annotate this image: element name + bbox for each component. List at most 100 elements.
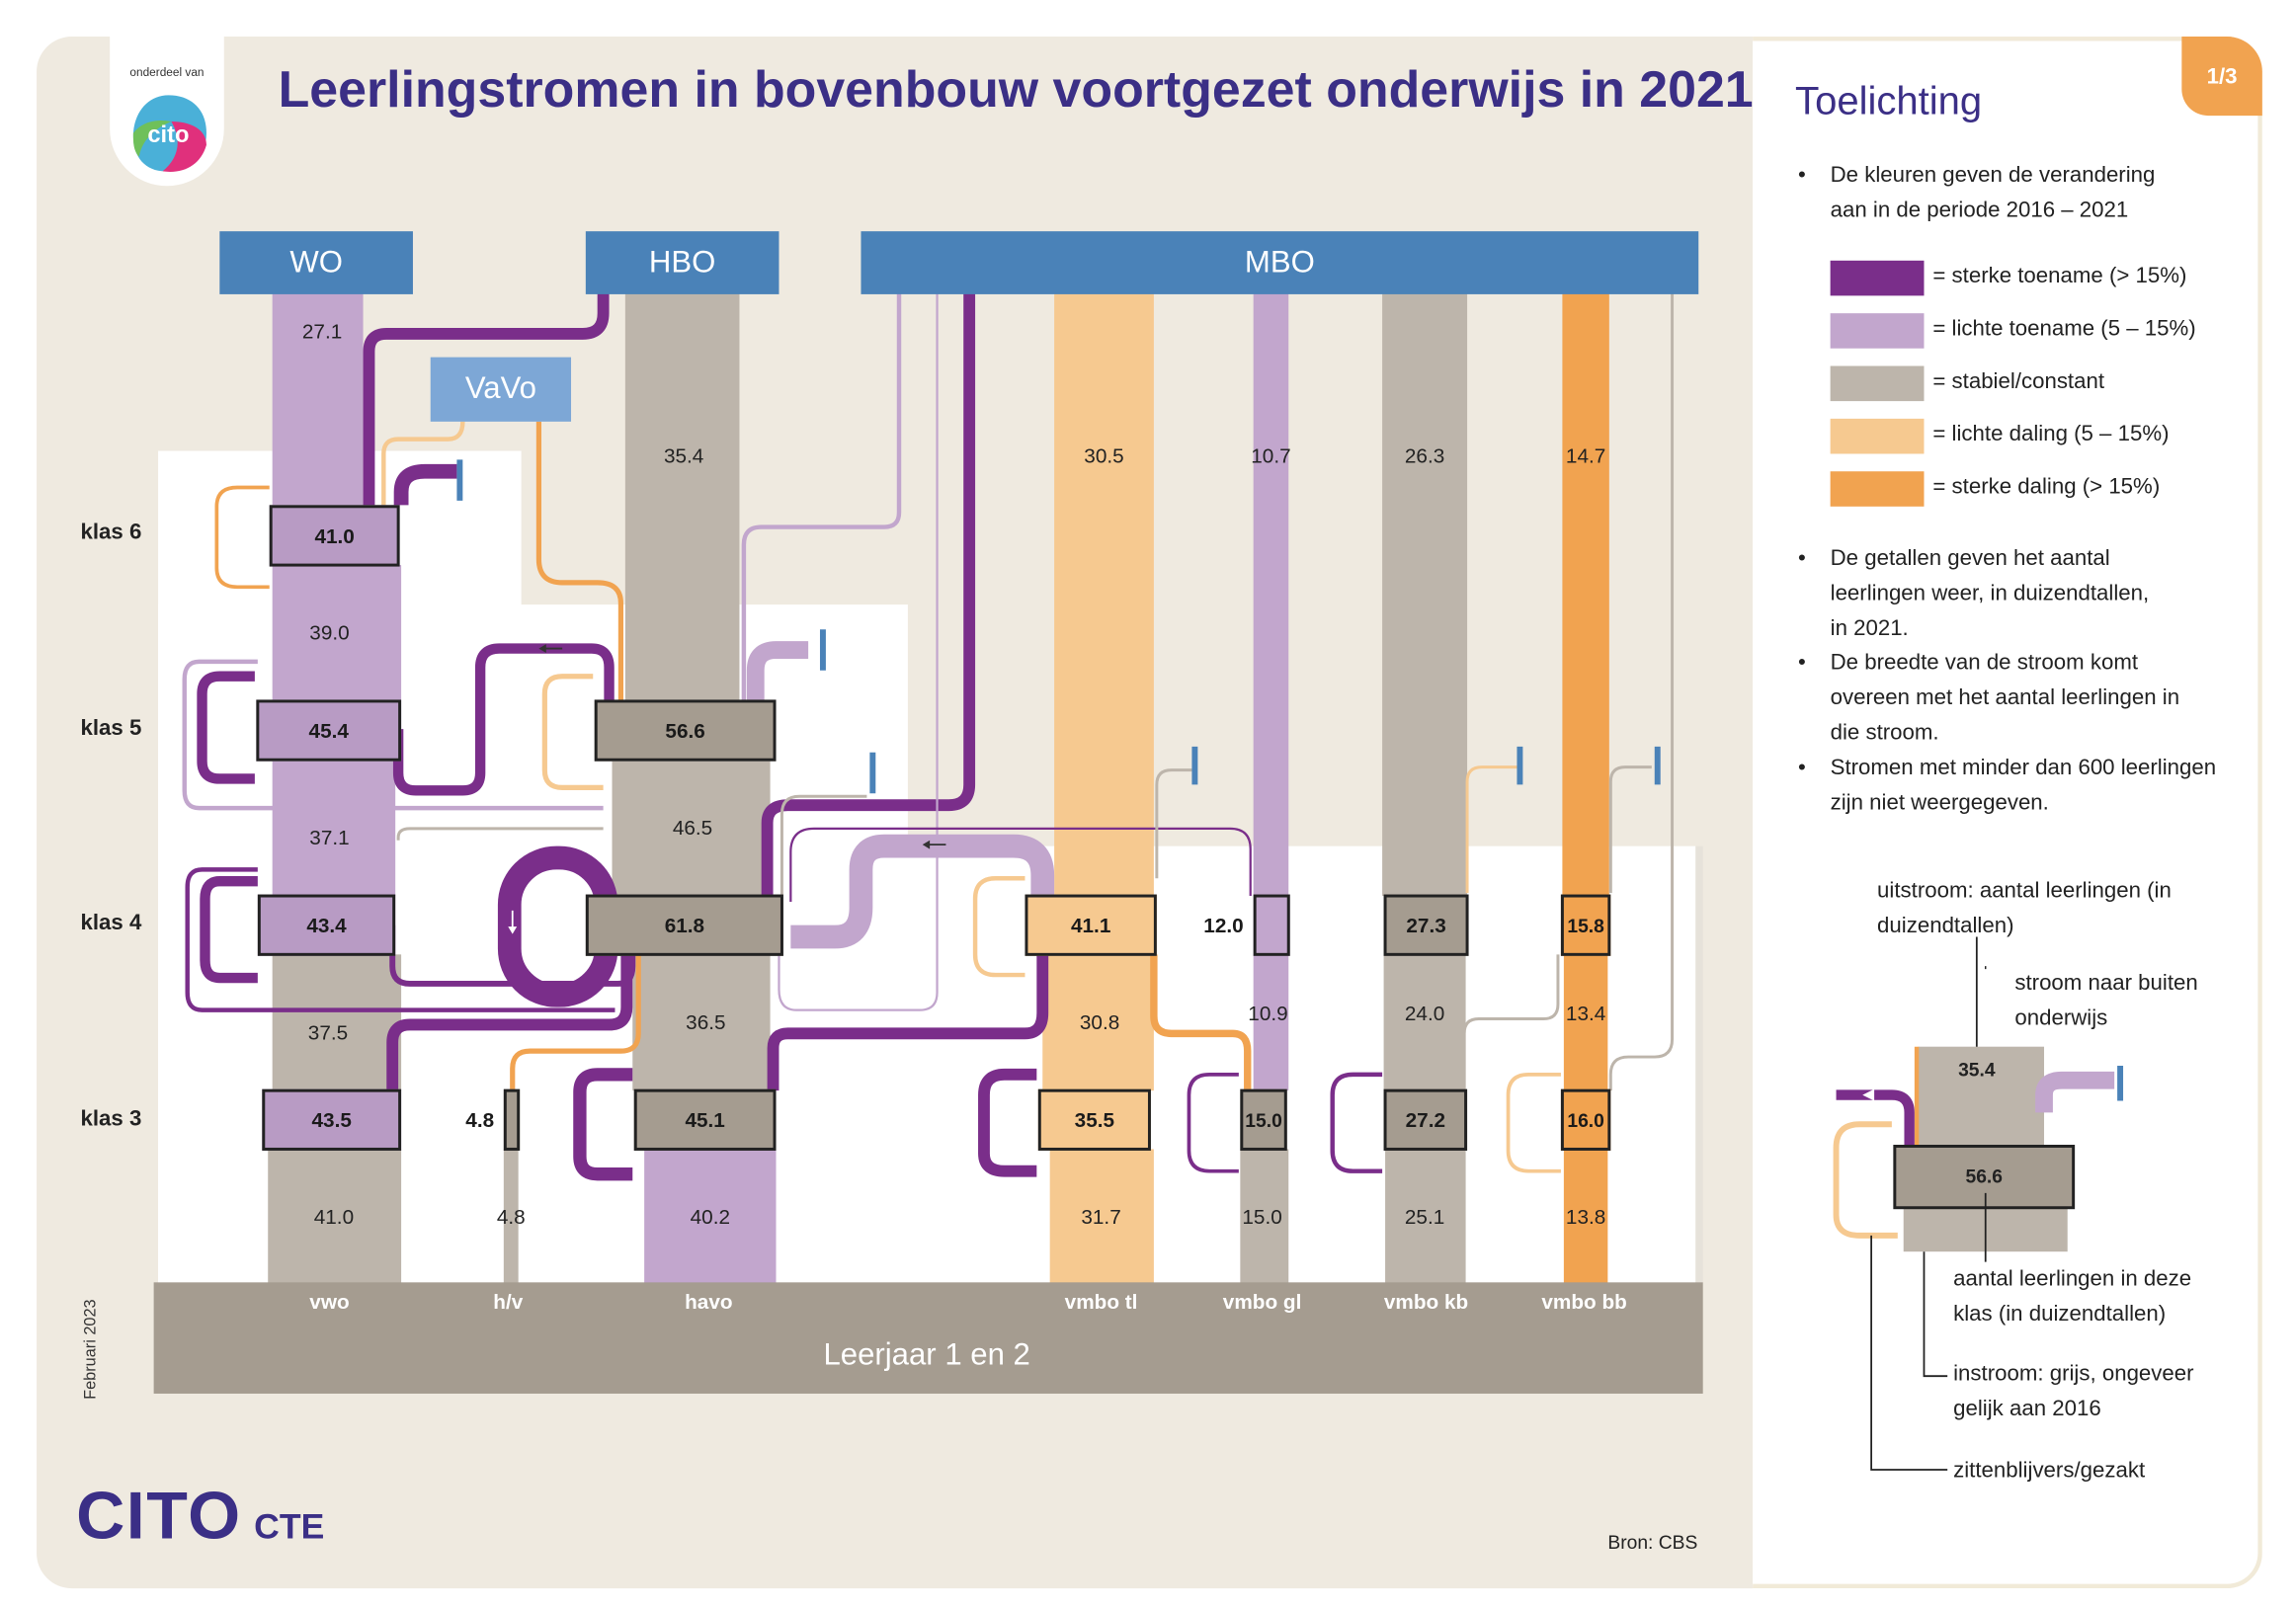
flow-value: 26.3: [1404, 443, 1445, 467]
flow-value: 40.2: [690, 1204, 731, 1229]
legend-label-light-increase: = lichte toename (5 – 15%): [1932, 316, 2196, 342]
track-label-vwo: vwo: [309, 1289, 350, 1314]
bb-column-mbo: [1562, 292, 1609, 897]
grade-label-klas5: klas 5: [80, 715, 142, 741]
legend-label-strong-increase: = sterke toename (> 15%): [1932, 263, 2187, 288]
page-indicator[interactable]: 1/3: [2181, 37, 2262, 117]
page-title: Leerlingstromen in bovenbouw voortgezet …: [278, 61, 1754, 120]
example-inflow-label: instroom: grijs, ongeveer gelijk aan 201…: [1953, 1361, 2194, 1422]
example-repeat-label: zittenblijvers/gezakt: [1953, 1458, 2146, 1484]
class-box-value: 27.3: [1406, 913, 1446, 937]
class-box-value: 61.8: [664, 913, 705, 937]
class-box-vwo4: 43.4: [257, 894, 396, 956]
class-box-value: 41.1: [1070, 913, 1111, 937]
flow-tl4-gl3: [1150, 954, 1252, 1091]
flow-tl4-havo4-thin: [789, 827, 1252, 902]
flow-havo5-wo: [363, 292, 610, 506]
kb-column-mbo: [1382, 292, 1468, 897]
flow-bb-outside: [1608, 765, 1652, 894]
flow-value: 30.8: [1079, 1009, 1120, 1034]
legend-bullet-dot: •: [1798, 755, 1806, 780]
class-box-havo3: 45.1: [633, 1088, 777, 1151]
flow-tl4-havo4: [790, 834, 1055, 949]
legend-bullet-width: De breedte van de stroom komt overeen me…: [1830, 650, 2180, 746]
example-repeat-loop: [1833, 1121, 1898, 1239]
grade-label-klas4: klas 4: [80, 910, 142, 936]
track-label-vmbo-gl: vmbo gl: [1222, 1289, 1302, 1314]
flow-havo4-mbo-2: [761, 292, 976, 897]
track-label-hv: h/v: [493, 1289, 524, 1314]
grade-label-klas6: klas 6: [80, 520, 142, 545]
legend-bullet-dot: •: [1798, 650, 1806, 676]
hv-column: [503, 1149, 519, 1286]
repeat-gl3: [1187, 1073, 1239, 1173]
flow-value: 10.9: [1248, 1001, 1288, 1025]
vwo-column-34: [272, 954, 402, 1091]
flow-tl-outside: [1155, 768, 1192, 879]
class-box-value: 15.8: [1567, 914, 1604, 936]
repeat-vwo6: [214, 485, 270, 590]
flow-value: 13.8: [1565, 1204, 1606, 1229]
repeat-havo5: [541, 674, 604, 790]
example-outside-label: stroom naar buiten onderwijs: [2014, 970, 2198, 1031]
class-box-value: 45.4: [308, 718, 349, 743]
tl-column-43: [1042, 954, 1154, 1091]
flow-vwo5-havo4-gray: [396, 827, 604, 841]
gl-column-43: [1253, 954, 1289, 1091]
flow-value: 46.5: [672, 815, 713, 840]
cito-badge: onderdeel van cito: [110, 37, 224, 187]
grade-label-klas3: klas 3: [80, 1106, 142, 1132]
legend-label-light-decrease: = lichte daling (5 – 15%): [1932, 421, 2170, 447]
example-outflow-label: uitstroom: aantal leerlingen (in duizend…: [1877, 878, 2172, 939]
legend-label-stable: = stabiel/constant: [1932, 368, 2105, 394]
class-box-tl4: 41.1: [1025, 894, 1157, 956]
direction-arrows: [508, 644, 946, 934]
flow-havo3-tl4: [767, 954, 1049, 1091]
class-box-vwo6: 41.0: [269, 505, 400, 567]
legend-swatch-stable: [1830, 365, 1925, 402]
destination-wo: WO: [219, 231, 413, 294]
flow-bb3-mbo: [1608, 292, 1675, 1091]
class-box-gl4-value: 12.0: [1203, 913, 1244, 937]
kb-column-43: [1383, 954, 1466, 1091]
flow-vwo3-havo3: [386, 954, 633, 1091]
flow-value: 37.5: [307, 1020, 349, 1044]
class-box-hv3-value: 4.8: [465, 1107, 495, 1132]
flow-value: 24.0: [1404, 1001, 1445, 1025]
class-box-value: 43.4: [306, 913, 347, 937]
cito-brand-suffix: CTE: [254, 1507, 325, 1548]
gl-column-in: [1240, 1149, 1289, 1286]
badge-caption: onderdeel van: [129, 65, 205, 80]
destination-mbo-label: MBO: [1244, 245, 1315, 280]
class-box-vwo3: 43.5: [262, 1088, 402, 1151]
example-purple-flow: [1836, 1089, 1915, 1150]
flow-value: 10.7: [1251, 443, 1291, 467]
legend-bullet-threshold: Stromen met minder dan 600 leerlingen zi…: [1830, 755, 2217, 816]
leader-inflow: [1923, 1251, 1948, 1378]
flow-value: 27.1: [301, 319, 343, 343]
cito-brand-text: CITO: [76, 1477, 242, 1554]
flow-value: 13.4: [1565, 1001, 1606, 1025]
havo-column-in: [644, 1149, 777, 1286]
class-box-value: 27.2: [1405, 1107, 1446, 1132]
class-box-kb3: 27.2: [1383, 1088, 1468, 1151]
destination-hbo: HBO: [585, 231, 779, 294]
leader-repeat: [1870, 1235, 1948, 1471]
vwo-column-45: [272, 761, 396, 897]
repeat-vwo4-inner: [200, 876, 258, 984]
flow-value: 41.0: [313, 1204, 355, 1229]
legend-swatch-strong-decrease: [1830, 471, 1925, 507]
flow-value: 37.1: [309, 825, 350, 849]
destination-vavo: VaVo: [430, 357, 572, 422]
flow-value: 35.4: [663, 443, 704, 467]
legend-bullet-dot: •: [1798, 545, 1806, 572]
havo-column-hbo: [624, 292, 740, 700]
class-box-havo4: 61.8: [585, 894, 783, 956]
example-class-label: aantal leerlingen in deze klas (in duize…: [1953, 1266, 2192, 1327]
base-bar: [153, 1282, 1703, 1394]
class-box-value: 45.1: [685, 1107, 725, 1132]
cito-brand: CITO CTE: [76, 1476, 324, 1555]
track-label-vmbo-tl: vmbo tl: [1064, 1289, 1138, 1314]
example-class-value: 56.6: [1965, 1165, 2004, 1187]
legend-title: Toelichting: [1795, 79, 1983, 123]
